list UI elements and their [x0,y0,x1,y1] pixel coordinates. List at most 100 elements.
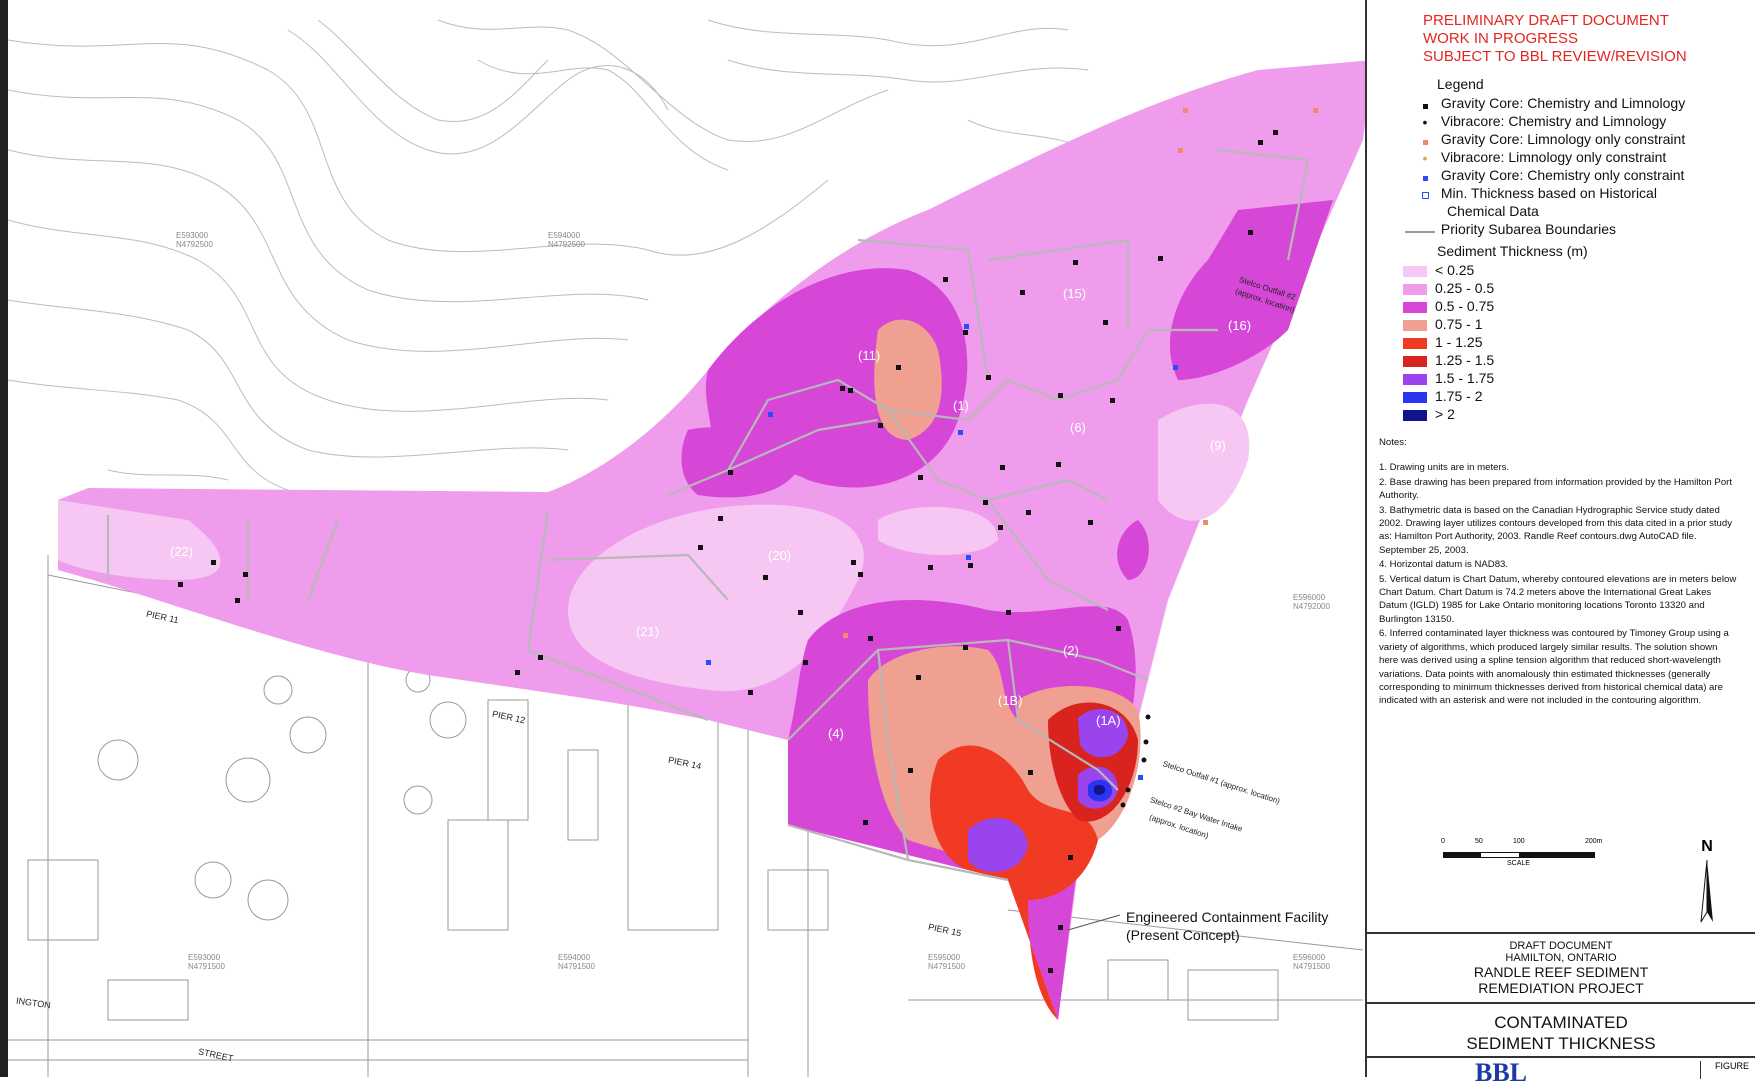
thickness-class-2: 0.25 - 0.5 [1403,279,1494,297]
subarea-22: (22) [170,544,193,559]
figure-label: FIGURE [1699,1061,1749,1079]
scale-tick-50: 50 [1475,838,1483,845]
bbl-logo: BBL [1475,1058,1528,1087]
zone-15-175-a [1078,708,1128,758]
tb-project-2: REMEDIATION PROJECT [1478,980,1644,996]
zone-05-075-b [681,427,798,498]
thickness-legend-title: Sediment Thickness (m) [1437,243,1588,259]
subarea-20: (20) [768,548,791,563]
thickness-class-5: 1 - 1.25 [1403,333,1482,351]
subarea-6: (6) [1070,420,1086,435]
svg-text:N4792000: N4792000 [1293,602,1330,611]
sample-points [178,130,1278,973]
ecf-annotation: Engineered Containment Facility (Present… [1126,908,1328,944]
zone-lt025-a [58,500,221,580]
thickness-class-9: > 2 [1403,405,1455,423]
north-arrow: N [1697,838,1717,928]
note-4: 4. Horizontal datum is NAD83. [1379,559,1509,571]
subarea-16: (16) [1228,318,1251,333]
note-3: 3. Bathymetric data is based on the Cana… [1379,504,1733,556]
legend-item-vibracore-chem-limno: • Vibracore: Chemistry and Limnology [1413,112,1667,131]
notes-title: Notes: [1379,437,1407,448]
blue-square-icon [1413,167,1437,185]
legend-panel: PRELIMINARY DRAFT DOCUMENT WORK IN PROGR… [1365,0,1755,1086]
tb-location: HAMILTON, ONTARIO [1505,952,1617,964]
title-block-project: DRAFT DOCUMENT HAMILTON, ONTARIO RANDLE … [1367,932,1755,1053]
ecf-label-1: Engineered Containment Facility [1126,909,1329,925]
svg-text:E596000: E596000 [1293,593,1326,602]
thickness-class-4: 0.75 - 1 [1403,315,1482,333]
notes-section: Notes: 1. Drawing units are in meters. 2… [1379,436,1739,709]
limno-only-points [843,108,1318,638]
draft-line-1: PRELIMINARY DRAFT DOCUMENT [1423,12,1669,29]
scale-bar: 0 50 100 200m SCALE [1441,838,1643,876]
svg-text:N4792500: N4792500 [548,240,585,249]
salmon-square-icon [1413,131,1437,149]
legend-item-gravity-limno: Gravity Core: Limnology only constraint [1413,130,1685,148]
black-square-icon [1413,95,1437,113]
thickness-class-3: 0.5 - 0.75 [1403,297,1494,315]
scale-tick-0: 0 [1441,838,1445,845]
subarea-11: (11) [858,348,880,363]
legend-item-gravity-chem-limno: Gravity Core: Chemistry and Limnology [1413,94,1685,112]
orange-dot-icon: • [1422,150,1428,167]
subarea-labels: (1A) (1B) (1) (2) (4) (6) (9) (11) (15) … [170,286,1251,741]
legend-item-min-thickness-2: Chemical Data [1447,203,1539,219]
svg-text:N4791500: N4791500 [1293,962,1330,971]
chem-only-points [706,324,1178,780]
subarea-15: (15) [1063,286,1086,301]
tb-draft: DRAFT DOCUMENT [1509,940,1613,952]
draft-line-2: WORK IN PROGRESS [1423,30,1579,47]
legend-item-gravity-chem: Gravity Core: Chemistry only constraint [1413,166,1684,184]
legend-item-min-thickness: Min. Thickness based on Historical [1413,184,1657,202]
zone-075-1-a [874,319,942,440]
subarea-1: (1) [953,398,969,413]
thickness-class-7: 1.5 - 1.75 [1403,369,1494,387]
subarea-4: (4) [828,726,844,741]
legend-item-vibracore-limno: • Vibracore: Limnology only constraint [1413,148,1667,167]
note-1: 1. Drawing units are in meters. [1379,462,1510,474]
zone-lt025-c [1158,403,1250,521]
note-5: 5. Vertical datum is Chart Datum, whereb… [1379,573,1737,625]
legend-item-subarea-boundaries: Priority Subarea Boundaries [1403,220,1616,238]
draft-line-3: SUBJECT TO BBL REVIEW/REVISION [1423,48,1687,65]
note-2: 2. Base drawing has been prepared from i… [1379,476,1733,502]
scale-tick-100: 100 [1513,838,1525,845]
subarea-1a: (1A) [1096,713,1121,728]
hollow-square-icon [1413,185,1437,203]
ecf-leader [1067,914,1121,931]
tb-project-1: RANDLE REEF SEDIMENT [1473,964,1649,980]
thickness-fills [58,60,1365,1020]
svg-text:N4791500: N4791500 [558,962,595,971]
scale-label: SCALE [1507,860,1530,867]
scale-tick-200: 200m [1585,838,1603,845]
svg-text:N4792500: N4792500 [176,240,213,249]
svg-text:E596000: E596000 [1293,953,1326,962]
zone-gt2 [1094,784,1106,795]
ecf-label-2: (Present Concept) [1126,927,1240,943]
tb-title-1: CONTAMINATED [1494,1013,1628,1032]
svg-text:E594000: E594000 [558,953,591,962]
zone-15-175-c [968,818,1028,872]
tb-title-2: SEDIMENT THICKNESS [1466,1034,1656,1053]
north-label: N [1701,838,1713,855]
svg-text:E594000: E594000 [548,231,581,240]
subarea-2: (2) [1063,643,1079,658]
svg-text:N4791500: N4791500 [928,962,965,971]
thickness-class-6: 1.25 - 1.5 [1403,351,1494,369]
subarea-boundaries [106,148,1310,882]
north-arrow-icon [1700,859,1713,923]
black-dot-icon: • [1422,114,1428,131]
zone-lt025-b [568,504,864,692]
thickness-class-8: 1.75 - 2 [1403,387,1482,405]
svg-text:E593000: E593000 [188,953,221,962]
zone-1-125 [929,745,1098,1020]
subarea-1b: (1B) [998,693,1023,708]
subarea-9: (9) [1210,438,1226,453]
zone-05-075-e [1117,520,1149,580]
svg-text:N4791500: N4791500 [188,962,225,971]
thickness-class-1: < 0.25 [1403,261,1474,279]
note-6: 6. Inferred contaminated layer thickness… [1379,628,1729,707]
title-block-footer: BBL FIGURE [1367,1056,1755,1086]
